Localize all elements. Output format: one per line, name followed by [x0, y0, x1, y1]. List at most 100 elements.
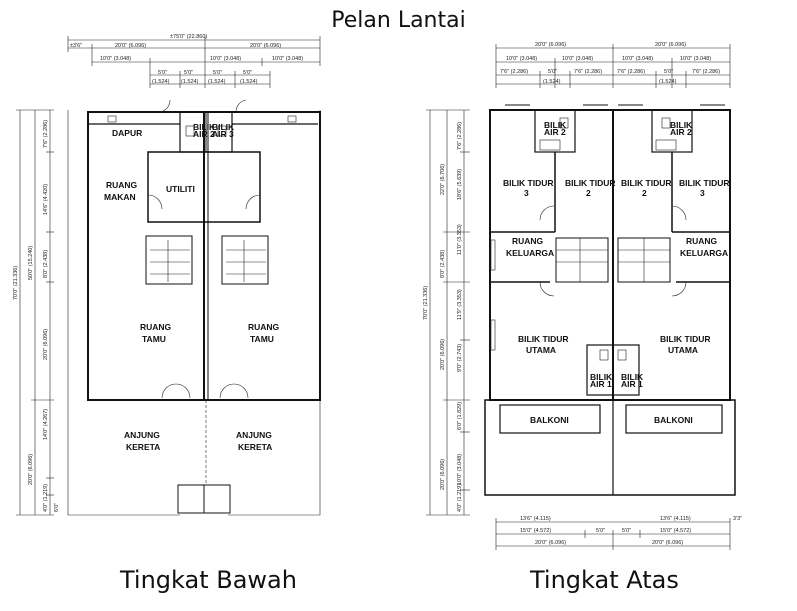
page-title: Pelan Lantai [331, 8, 466, 33]
ground-dim-left-c3-6: 6'0" [54, 503, 60, 512]
upper-dim-r2-3: 10'0" (3.048) [680, 56, 711, 62]
room-bilik-air-3-a: BILIK [212, 122, 235, 132]
room-ba1-l-b: AIR 1 [590, 379, 612, 389]
ground-dim-left-c2-1: 20'0" (6.096) [28, 454, 34, 485]
ground-dim-r3-0: 5'0" [158, 70, 167, 76]
room-rk-l-a: RUANG [512, 236, 544, 246]
ground-site-boundary-right [228, 110, 321, 516]
upper-top-dimensions: 20'0" (6.096) 20'0" (6.096) 10'0" (3.048… [495, 42, 731, 88]
room-rk-r-a: RUANG [686, 236, 718, 246]
ground-room-labels: DAPUR BILIK AIR 2 BILIK AIR 3 UTILITI RU… [104, 122, 280, 452]
ground-dim-left-c3-1: 14'6" (4.420) [43, 184, 49, 215]
upper-dim-left-overall: 70'0" (21.336) [423, 286, 429, 320]
room-u-bilik-air-r-b: AIR 2 [670, 127, 692, 137]
upper-floor-plan: 20'0" (6.096) 20'0" (6.096) 10'0" (3.048… [423, 42, 742, 550]
room-ruang-tamu-l-b: TAMU [142, 334, 166, 344]
room-btu-r-b: UTAMA [668, 345, 698, 355]
upper-room-labels: BILIK AIR 2 BILIK AIR 2 BILIK TIDUR 3 BI… [503, 120, 730, 425]
upper-dim-r3-2: 7'6" (2.286) [574, 69, 602, 75]
upper-dim-r3-4: 5'0" [664, 69, 673, 75]
ground-dim-r4-0: (1.524) [152, 79, 170, 85]
room-dapur: DAPUR [112, 128, 142, 138]
room-u-bilik-air-l-a: BILIK [544, 120, 567, 130]
room-balkoni-l: BALKONI [530, 415, 569, 425]
upper-dim-left-c3-5: 6'0" (1.829) [457, 402, 463, 430]
upper-dim-r2-0: 10'0" (3.048) [506, 56, 537, 62]
room-bt3-r-b: 3 [700, 188, 705, 198]
ground-site-boundary [67, 110, 180, 516]
room-bt2-r-b: 2 [642, 188, 647, 198]
upper-dim-left-c2-3: 20'0" (6.096) [440, 459, 446, 490]
ground-dim-r2-2: 10'0" (3.048) [272, 56, 303, 62]
upper-dim-r3-3: 7'6" (2.286) [617, 69, 645, 75]
ground-dim-overall: ±75'0" (22.860) [170, 34, 207, 40]
ground-dim-left-c2-0: 50'0" (15.240) [28, 246, 34, 280]
room-utiliti: UTILITI [166, 184, 195, 194]
ground-dim-left-c3-4: 14'0" (4.267) [43, 409, 49, 440]
room-ba1-r-a: BILIK [621, 372, 644, 382]
room-bilik-air-2-b: AIR 2 [193, 129, 215, 139]
upper-dim-left-c3-2: 11'0" (3.353) [457, 224, 463, 255]
upper-dim-r3-1: 5'0" [548, 69, 557, 75]
upper-dim-r1-1: 20'0" (6.096) [655, 42, 686, 48]
upper-dim-left-c3-3: 11'9" (3.353) [457, 289, 463, 320]
ground-walls [87, 99, 321, 514]
room-bt2-l-a: BILIK TIDUR [565, 178, 616, 188]
room-ruang-tamu-r-b: TAMU [250, 334, 274, 344]
upper-bdim-r2-0: 15'0" (4.572) [520, 528, 551, 534]
room-bilik-air-3-b: AIR 3 [212, 129, 234, 139]
ground-top-dimensions: ±75'0" (22.860) ±3'6" 20'0" (6.096) 20'0… [67, 34, 321, 88]
upper-dim-r2-1: 10'0" (3.048) [562, 56, 593, 62]
upper-bdim-r1-1: 13'6" (4.115) [660, 516, 691, 522]
upper-bdim-r2-1: 5'0" [596, 528, 605, 534]
ground-dim-r4-2: (1.524) [208, 79, 226, 85]
upper-floor-caption: Tingkat Atas [530, 566, 679, 594]
upper-bottom-dimensions: 13'6" (4.115) 13'6" (4.115) 3'3" 15'0" (… [495, 516, 742, 550]
room-ruang-tamu-r-a: RUANG [248, 322, 280, 332]
upper-dim-left-c2-2: 20'0" (6.096) [440, 339, 446, 370]
ground-dim-left-c3-2: 8'0" (2.438) [43, 250, 49, 278]
upper-dim-r1-0: 20'0" (6.096) [535, 42, 566, 48]
room-anjung-l-a: ANJUNG [124, 430, 160, 440]
room-bt2-r-a: BILIK TIDUR [621, 178, 672, 188]
upper-bdim-r3-1: 20'0" (6.096) [652, 540, 683, 546]
room-bilik-air-2-a: BILIK [193, 122, 216, 132]
upper-dim-left-c3-6: 10'0" (3.048) [457, 454, 463, 485]
room-btu-l-b: UTAMA [526, 345, 556, 355]
ground-dim-left-c3-0: 7'6" (2.286) [43, 120, 49, 148]
upper-dim-left-c3-7: 4'0" (1.219) [457, 484, 463, 512]
room-anjung-l-b: KERETA [126, 442, 160, 452]
ground-dim-r1-1: 20'0" (6.096) [115, 43, 146, 49]
upper-walls [484, 104, 736, 496]
room-ruang-tamu-l-a: RUANG [140, 322, 172, 332]
room-ba1-r-b: AIR 1 [621, 379, 643, 389]
upper-bdim-r1-0: 13'6" (4.115) [520, 516, 551, 522]
ground-floor-caption: Tingkat Bawah [120, 566, 297, 594]
room-btu-r-a: BILIK TIDUR [660, 334, 711, 344]
upper-dim-r3-0: 7'6" (2.286) [500, 69, 528, 75]
room-btu-l-a: BILIK TIDUR [518, 334, 569, 344]
room-bt3-l-b: 3 [524, 188, 529, 198]
ground-dim-left-c3-3: 20'0" (6.096) [43, 329, 49, 360]
upper-dim-left-c3-1: 18'6" (5.639) [457, 169, 463, 200]
ground-dim-r3-3: 5'0" [243, 70, 252, 76]
room-anjung-r-b: KERETA [238, 442, 272, 452]
room-balkoni-r: BALKONI [654, 415, 693, 425]
room-bt3-r-a: BILIK TIDUR [679, 178, 730, 188]
room-ba1-l-a: BILIK [590, 372, 613, 382]
ground-dim-r4-3: (1.524) [240, 79, 258, 85]
ground-dim-r2-1: 10'0" (3.048) [210, 56, 241, 62]
upper-dim-r4-0: (1.524) [543, 79, 561, 85]
ground-dim-r3-1: 5'0" [184, 70, 193, 76]
room-u-bilik-air-r-a: BILIK [670, 120, 693, 130]
room-ruang-makan-b: MAKAN [104, 192, 136, 202]
upper-dim-left-c2-0: 22'0" (6.706) [440, 164, 446, 195]
upper-dim-left-c3-4: 9'0" (2.743) [457, 344, 463, 372]
upper-bdim-r2-2: 5'0" [622, 528, 631, 534]
ground-floor-plan: ±75'0" (22.860) ±3'6" 20'0" (6.096) 20'0… [13, 34, 321, 516]
room-rk-l-b: KELUARGA [506, 248, 554, 258]
ground-dim-left-c3-5: 4'0" (1.219) [43, 484, 49, 512]
room-ruang-makan-a: RUANG [106, 180, 138, 190]
ground-dim-r4-1: (1.524) [181, 79, 199, 85]
upper-dim-left-c2-1: 8'0" (2.438) [440, 250, 446, 278]
